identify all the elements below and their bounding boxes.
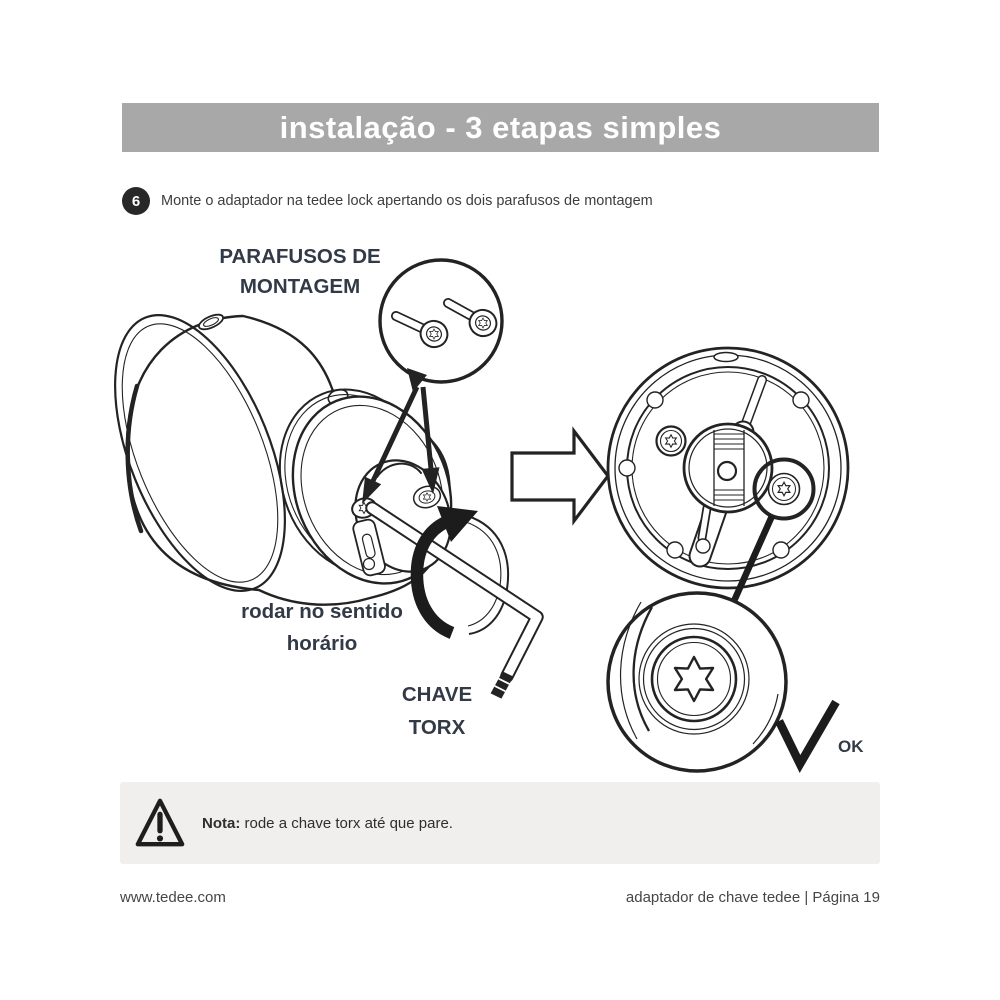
adapter-tab: [352, 518, 386, 577]
step-row: 6 Monte o adaptador na tedee lock aperta…: [122, 187, 653, 215]
note-title: Nota:: [202, 814, 241, 832]
label-mounting-screws-line1: PARAFUSOS DE: [219, 245, 380, 268]
label-rotate-clockwise-line1: rodar no sentido: [241, 600, 403, 623]
screw-pointer-arrows: [362, 385, 440, 504]
rear-screw-right: [767, 472, 801, 506]
mounting-screw-right: [412, 485, 442, 509]
screw-2: [468, 308, 498, 338]
rotation-arrow-head: [410, 506, 478, 639]
footer-website: www.tedee.com: [120, 889, 226, 906]
center-hole: [716, 460, 738, 482]
rim-notch: [713, 351, 739, 363]
step-instruction: Monte o adaptador na tedee lock apertand…: [161, 193, 653, 209]
magnifier-tail: [407, 368, 427, 392]
note-text: Nota: rode a chave torx até que pare.: [202, 815, 453, 832]
label-rotate-clockwise-line2: horário: [287, 632, 358, 655]
checkmark-icon: [775, 699, 840, 774]
warning-triangle-icon: [133, 794, 187, 852]
torx-tip: [490, 671, 514, 699]
mounting-screws-magnifier: [378, 258, 504, 392]
screw-1: [419, 319, 449, 349]
label-torx-key-line1: CHAVE: [402, 683, 472, 706]
footer-document-page: adaptador de chave tedee | Página 19: [625, 889, 880, 906]
step-number-badge: 6: [122, 187, 150, 215]
rear-screw-left: [655, 425, 687, 457]
magnifier-connector: [731, 514, 775, 603]
ok-label: OK: [838, 737, 864, 756]
screw-detail-magnifier: [606, 591, 788, 773]
label-mounting-screws-line2: MONTAGEM: [240, 275, 360, 298]
page-title: instalação - 3 etapas simples: [279, 109, 722, 145]
cap-shading-arc: [125, 383, 144, 534]
label-torx-key-line2: TORX: [409, 716, 466, 739]
note-body: rode a chave torx até que pare.: [244, 814, 453, 832]
note-bar: Nota: rode a chave torx até que pare.: [120, 782, 880, 864]
header-bar: instalação - 3 etapas simples: [122, 103, 879, 152]
rear-view-illustration: [606, 346, 850, 590]
big-right-arrow-icon: [510, 426, 611, 526]
screw-magnifier-ring: [752, 457, 816, 521]
center-hub: [682, 422, 774, 514]
